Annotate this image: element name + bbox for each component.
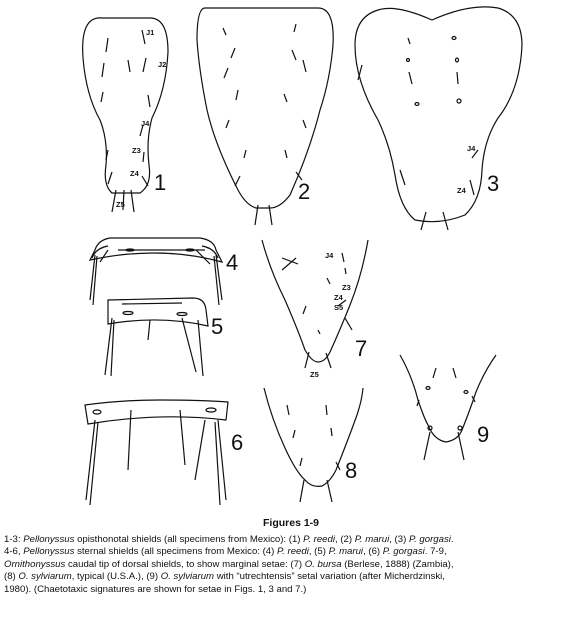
caption-text: , typical (U.S.A.), (9): [71, 571, 161, 583]
seta-label: Z3: [132, 146, 141, 155]
seta-label: J2: [158, 60, 166, 69]
seta-label: Z4: [457, 186, 467, 195]
caption-line: 4-6, Pellonyssus sternal shields (all sp…: [4, 546, 578, 558]
figure-5-sternal: [104, 297, 209, 377]
figure-number-1: 1: [154, 170, 166, 195]
caption-body: 1-3: Pellonyssus opisthonotal shields (a…: [4, 534, 578, 596]
figure-caption: Figures 1-9 1-3: Pellonyssus opisthonota…: [4, 517, 578, 596]
caption-taxon: P. gorgasi: [408, 534, 451, 545]
caption-text: .: [450, 534, 454, 545]
seta-label: Z5: [116, 200, 125, 209]
figure-plate: 1 2 3 4 5 6 7 8 9 J1 J2 J4 Z3 Z4 Z5 J4 Z…: [82, 6, 523, 506]
caption-title: Figures 1-9: [262, 517, 320, 529]
seta-label: Z5: [310, 370, 319, 379]
caption-line: 1-3: Pellonyssus opisthonotal shields (a…: [4, 534, 578, 546]
caption-taxon: O. sylviarum: [160, 571, 215, 583]
figure-7-caudal: [261, 239, 369, 369]
caption-taxon: P. gorgasi: [382, 546, 425, 558]
caption-line: (8) O. sylviarum, typical (U.S.A.), (9) …: [4, 571, 578, 583]
seta-label: Z3: [342, 283, 351, 292]
seta-label: Z4: [130, 169, 140, 178]
figure-9-caudal: [399, 354, 497, 461]
caption-text: 1980). (Chaetotaxic signatures are shown…: [4, 583, 307, 595]
caption-line: 1980). (Chaetotaxic signatures are shown…: [4, 584, 578, 596]
figure-number-6: 6: [231, 430, 243, 455]
caption-text: opisthonotal shields (all specimens from…: [74, 534, 304, 545]
caption-text: 4-6,: [4, 546, 24, 558]
caption-text: . 7-9,: [424, 546, 447, 558]
caption-text: , (2): [334, 534, 355, 545]
caption-text: (Berlese, 1888) (Zambia),: [341, 558, 454, 570]
figure-number-8: 8: [345, 458, 357, 483]
caption-text: (8): [4, 571, 19, 583]
figure-6-sternal: [84, 399, 229, 506]
figure-number-9: 9: [477, 422, 489, 447]
caption-taxon: Pellonyssus: [23, 534, 75, 545]
caption-taxon: O. bursa: [304, 558, 342, 570]
figure-1-shield: [82, 17, 169, 213]
caption-text: sternal shields (all specimens from Mexi…: [74, 546, 278, 558]
figure-number-2: 2: [298, 179, 310, 204]
caption-taxon: P. marui: [328, 546, 364, 558]
figure-number-3: 3: [487, 171, 499, 196]
figure-3-shield: [354, 6, 523, 231]
figure-number-7: 7: [355, 336, 367, 361]
seta-label: S5: [334, 303, 343, 312]
caption-line: Ornithonyssus caudal tip of dorsal shiel…: [4, 559, 578, 571]
seta-label: J4: [325, 251, 334, 260]
caption-taxon: Ornithonyssus: [4, 558, 66, 570]
caption-taxon: P. reedi: [303, 534, 335, 545]
caption-taxon: O. sylviarum: [18, 571, 72, 583]
figure-2-shield: [196, 7, 334, 226]
caption-text: , (3): [389, 534, 409, 545]
caption-text: , (5): [308, 546, 329, 558]
caption-taxon: P. reedi: [277, 546, 309, 558]
caption-text: with “utrechtensis” setal variation (aft…: [214, 571, 445, 583]
caption-text: , (6): [363, 546, 383, 558]
seta-label: J4: [467, 144, 476, 153]
figure-number-4: 4: [226, 250, 238, 275]
figure-number-5: 5: [211, 314, 223, 339]
caption-text: 1-3:: [4, 534, 24, 545]
caption-text: caudal tip of dorsal shields, to show ma…: [65, 558, 305, 570]
seta-label: J1: [146, 28, 154, 37]
seta-label: J4: [141, 119, 150, 128]
seta-label: Z4: [334, 293, 344, 302]
caption-taxon: P. marui: [354, 534, 390, 545]
caption-taxon: Pellonyssus: [23, 546, 75, 558]
figure-8-caudal: [263, 387, 364, 503]
figure-4-sternal: [88, 237, 224, 306]
